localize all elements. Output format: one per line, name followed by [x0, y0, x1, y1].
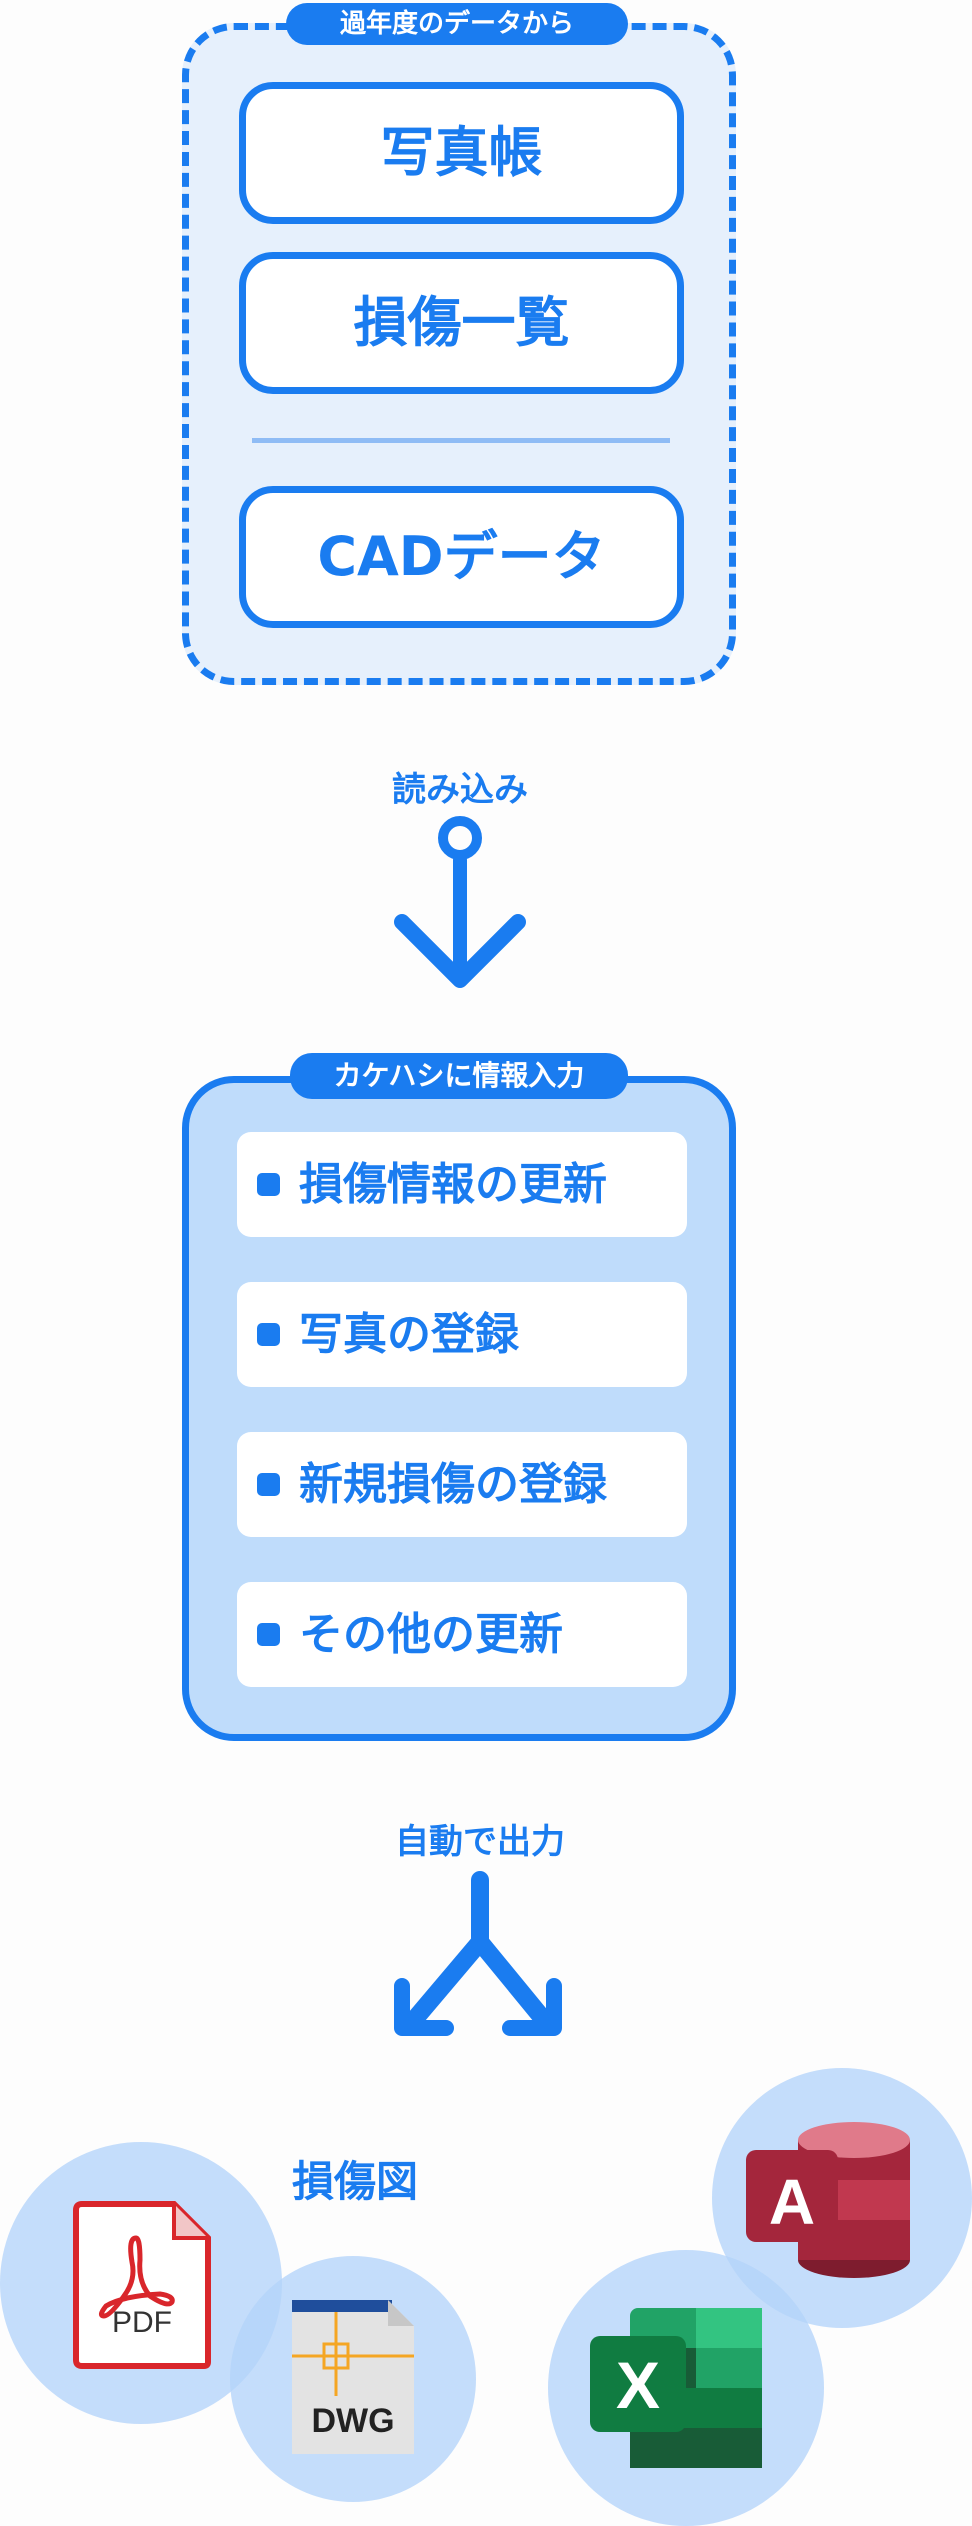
bullet-icon [257, 1173, 280, 1196]
dwg-label: DWG [311, 2402, 395, 2440]
divider [252, 438, 670, 443]
excel-icon: X [590, 2308, 762, 2468]
list-item-label: 損傷情報の更新 [299, 1159, 607, 1210]
list-item: 損傷情報の更新 [237, 1132, 687, 1237]
list-item-label: その他の更新 [299, 1609, 563, 1660]
split-arrow-icon [394, 1871, 562, 2036]
damage-drawing-label: 損傷図 [291, 2157, 418, 2206]
excel-letter: X [616, 2348, 660, 2422]
import-arrow-icon [394, 816, 526, 988]
access-icon: A [746, 2122, 910, 2278]
auto-output-label: 自動で出力 [395, 1822, 565, 1862]
access-letter: A [769, 2166, 815, 2238]
list-item: 写真の登録 [237, 1282, 687, 1387]
bullet-icon [257, 1473, 280, 1496]
past-data-title: 過年度のデータから [286, 3, 628, 45]
bullet-icon [257, 1623, 280, 1646]
bullet-icon [257, 1323, 280, 1346]
list-item: 新規損傷の登録 [237, 1432, 687, 1537]
list-item-label: 新規損傷の登録 [299, 1459, 607, 1510]
list-item-label: 写真の登録 [299, 1309, 519, 1360]
cad-data-box: CADデータ [239, 486, 684, 628]
dwg-icon [292, 2300, 414, 2454]
pdf-label: PDF [112, 2306, 172, 2339]
pdf-icon [73, 2201, 211, 2369]
import-label: 読み込み [392, 770, 528, 810]
kakehashi-input-title: カケハシに情報入力 [290, 1053, 628, 1099]
damage-list-box: 損傷一覧 [239, 252, 684, 394]
photo-album-box: 写真帳 [239, 82, 684, 224]
list-item: その他の更新 [237, 1582, 687, 1687]
